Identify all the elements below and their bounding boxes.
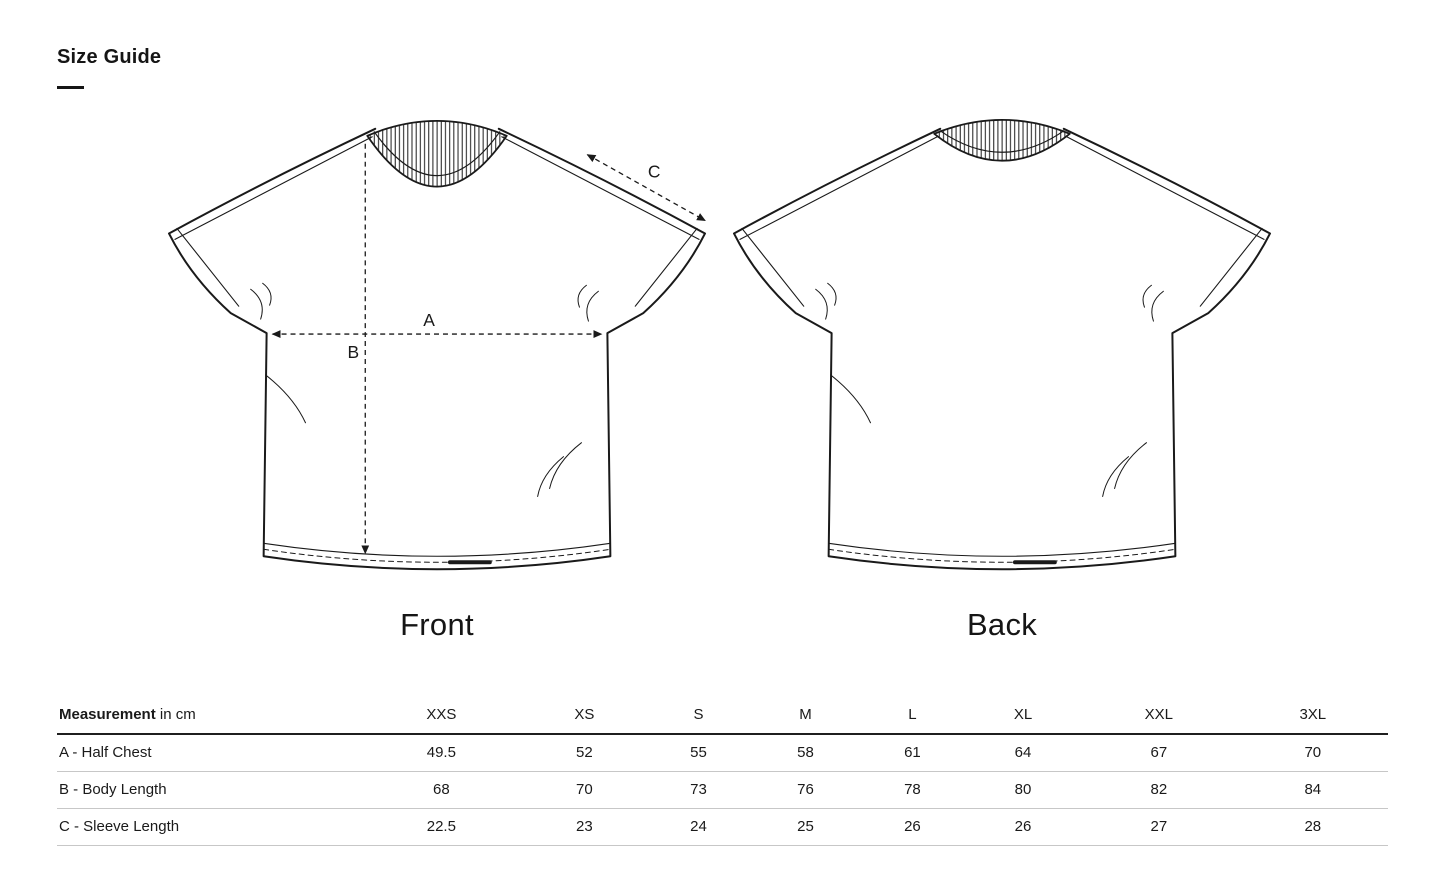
cell-value: 64	[1014, 744, 1032, 761]
row-label: C - Sleeve Length	[59, 818, 180, 835]
cell-value: 73	[690, 781, 707, 798]
cell-value: 78	[904, 781, 921, 798]
shoulder-seams	[739, 136, 1265, 240]
size-header-l: L	[908, 706, 917, 723]
cell-value: 68	[433, 781, 450, 798]
front-shirt-drawing: A B C	[167, 120, 707, 571]
size-table-header-row: Measurement in cm XXS XS S M L XL XXL 3X…	[57, 697, 1388, 734]
cell-value: 22.5	[426, 818, 456, 835]
annotation-c-label: C	[648, 162, 661, 182]
cell-value: 27	[1150, 818, 1168, 835]
hem-stitching	[828, 548, 1176, 563]
cell-value: 82	[1150, 781, 1168, 798]
size-header-xs: XS	[574, 706, 595, 723]
cell-value: 26	[1014, 818, 1032, 835]
cell-value: 67	[1150, 744, 1168, 761]
cell-value: 55	[690, 744, 707, 761]
row-label: A - Half Chest	[59, 744, 152, 761]
back-shirt-drawing	[732, 118, 1272, 571]
title-underline	[57, 86, 84, 89]
size-guide-page: Size Guide	[57, 46, 1388, 846]
wrinkle-marks	[250, 282, 599, 497]
measurement-header-title: Measurement	[59, 706, 156, 723]
annotation-a-label: A	[423, 310, 435, 330]
front-diagram: A B C Front	[163, 113, 711, 643]
cuff-seams	[741, 227, 1263, 307]
sleeve-length-arrow-c	[586, 154, 706, 222]
size-table: Measurement in cm XXS XS S M L XL XXL 3X…	[57, 697, 1388, 846]
cell-value: 80	[1014, 781, 1032, 798]
cell-value: 84	[1304, 781, 1322, 798]
cell-value: 24	[690, 818, 707, 835]
cell-value: 26	[904, 818, 921, 835]
cuff-seams	[176, 227, 698, 307]
measurement-header: Measurement in cm	[57, 697, 359, 734]
table-row-sleeve-length: C - Sleeve Length 22.5 23 24 25 26 26 27…	[57, 809, 1388, 846]
front-neck-seam	[373, 131, 501, 177]
table-row-body-length: B - Body Length 68 70 73 76 78 80 82 84	[57, 772, 1388, 809]
garment-diagrams: A B C Front	[163, 113, 1276, 643]
cell-value: 70	[1304, 744, 1322, 761]
hem-stitching	[263, 548, 611, 563]
cell-value: 25	[797, 818, 814, 835]
wrinkle-marks	[815, 282, 1164, 497]
hem-seam	[263, 542, 611, 557]
cell-value: 23	[576, 818, 593, 835]
front-label: Front	[400, 607, 474, 642]
back-neck-seam	[939, 130, 1065, 153]
cell-value: 28	[1304, 818, 1322, 835]
cell-value: 70	[576, 781, 593, 798]
row-label: B - Body Length	[59, 781, 167, 798]
back-collar-rib	[933, 118, 1071, 162]
page-title: Size Guide	[57, 46, 162, 68]
annotation-labels: A B C	[347, 162, 660, 362]
size-header-xl: XL	[1013, 706, 1033, 723]
hem-seam	[828, 542, 1176, 557]
back-body-outline	[732, 127, 1272, 571]
size-header-xxs: XXS	[426, 706, 457, 723]
cell-value: 52	[576, 744, 593, 761]
table-row-half-chest: A - Half Chest 49.5 52 55 58 61 64 67 70	[57, 734, 1388, 772]
cell-value: 76	[797, 781, 814, 798]
size-header-s: S	[693, 706, 704, 723]
cell-value: 58	[797, 744, 814, 761]
annotation-b-label: B	[347, 342, 359, 362]
front-collar-rib	[366, 120, 508, 188]
measurement-arrows	[271, 143, 706, 555]
front-body-outline	[167, 127, 707, 571]
size-header-m: M	[799, 706, 812, 723]
size-header-xxl: XXL	[1144, 706, 1174, 723]
cell-value: 61	[904, 744, 921, 761]
size-header-3xl: 3XL	[1299, 706, 1327, 723]
measurement-header-unit: in cm	[159, 706, 196, 723]
back-label: Back	[966, 607, 1038, 642]
back-diagram: Back	[728, 113, 1276, 643]
cell-value: 49.5	[426, 744, 456, 761]
